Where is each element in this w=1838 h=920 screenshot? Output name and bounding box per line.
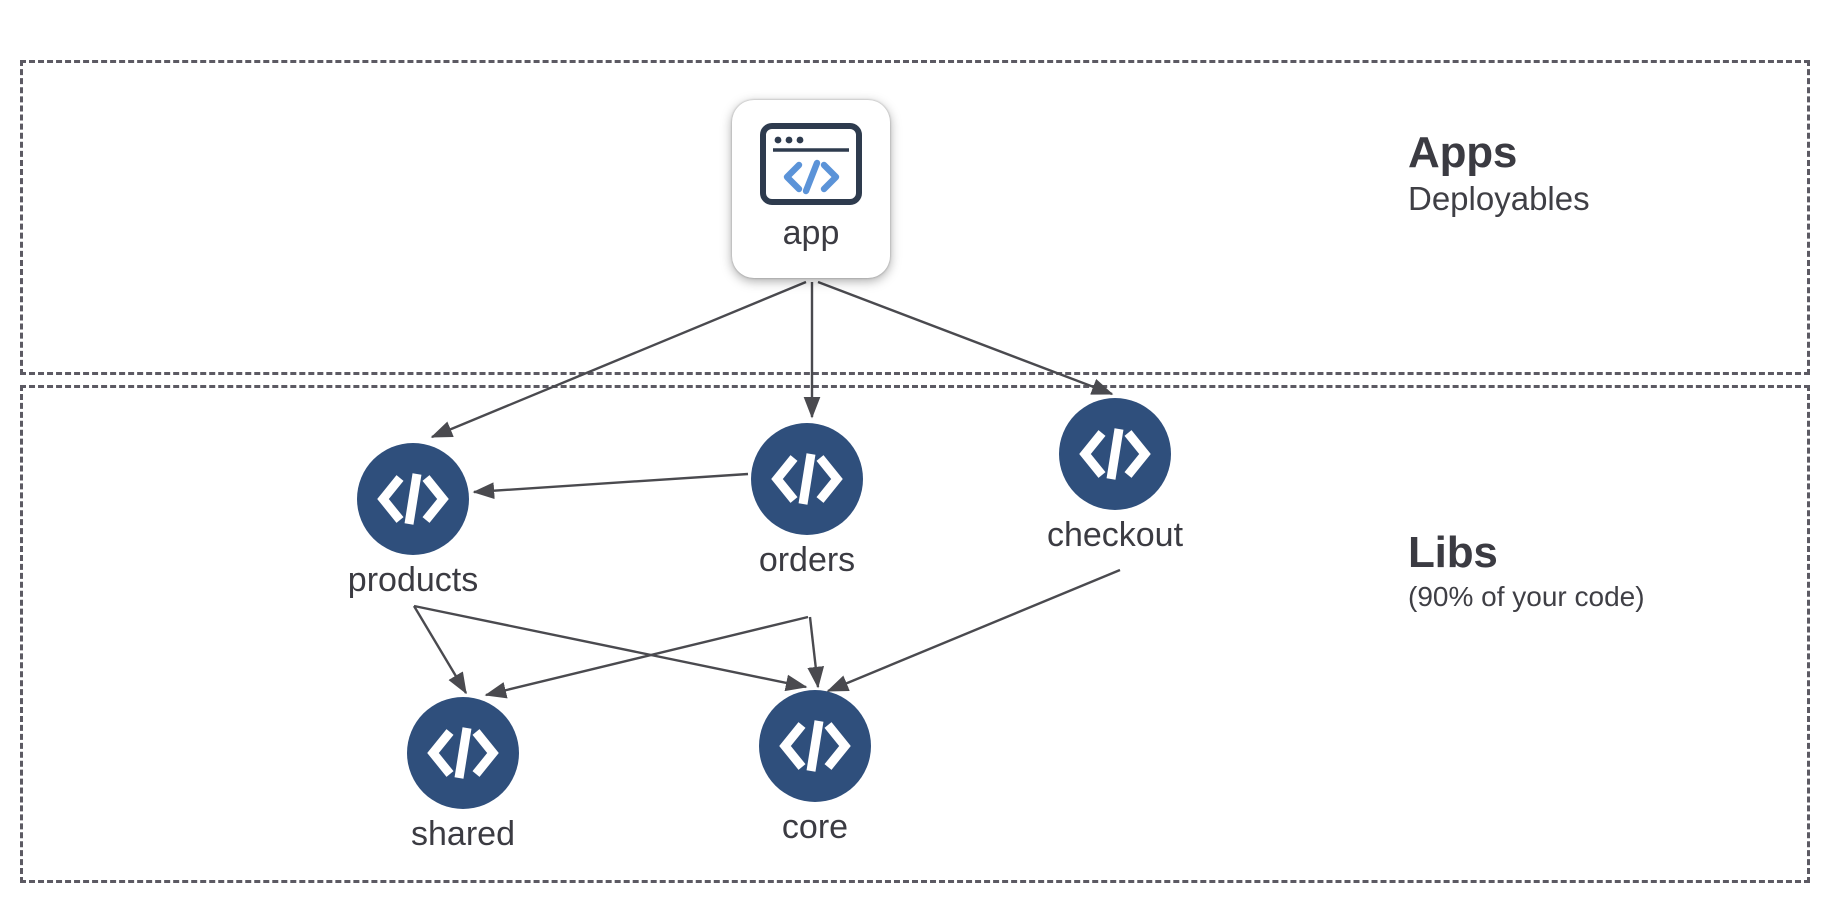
node-orders-label: orders	[758, 541, 856, 579]
code-brackets-icon	[770, 448, 844, 510]
legend-apps: Apps Deployables	[1408, 128, 1590, 218]
code-brackets-icon	[1078, 423, 1152, 485]
node-core[interactable]: core	[695, 690, 935, 844]
node-shared[interactable]: shared	[343, 697, 583, 851]
code-brackets-icon	[778, 715, 852, 777]
legend-libs-title: Libs	[1408, 528, 1498, 577]
node-products-label: products	[347, 561, 479, 599]
node-orders[interactable]: orders	[687, 423, 927, 577]
node-app-label: app	[782, 214, 840, 252]
browser-code-icon	[759, 122, 863, 206]
legend-apps-title: Apps	[1408, 128, 1518, 177]
node-checkout-circle	[1059, 398, 1171, 510]
legend-libs-subtitle: (90% of your code)	[1408, 581, 1645, 613]
node-checkout[interactable]: checkout	[990, 398, 1240, 552]
node-checkout-label: checkout	[1046, 516, 1184, 554]
legend-libs: Libs (90% of your code)	[1408, 528, 1645, 613]
node-app[interactable]: app	[732, 100, 890, 278]
code-brackets-icon	[426, 722, 500, 784]
node-products-circle	[357, 443, 469, 555]
legend-apps-subtitle: Deployables	[1408, 180, 1590, 218]
node-core-circle	[759, 690, 871, 802]
node-orders-circle	[751, 423, 863, 535]
node-core-label: core	[781, 808, 849, 846]
code-brackets-icon	[376, 468, 450, 530]
node-shared-label: shared	[411, 815, 515, 853]
node-shared-circle	[407, 697, 519, 809]
node-products[interactable]: products	[293, 443, 533, 597]
